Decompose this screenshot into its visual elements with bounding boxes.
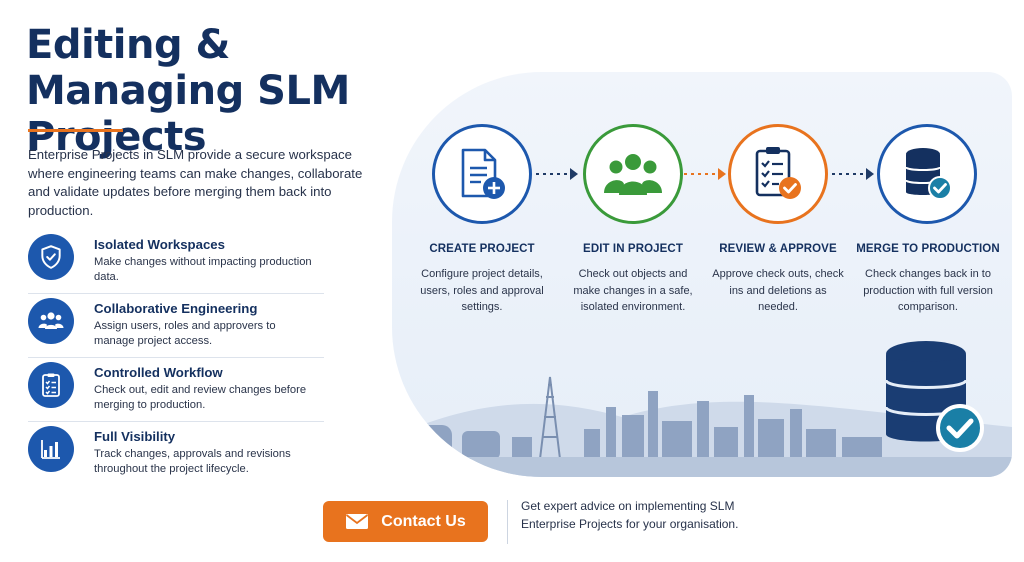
arrow-right-icon	[684, 168, 726, 180]
arrow-right-icon	[536, 168, 578, 180]
step-desc: Approve check outs, check ins and deleti…	[712, 268, 844, 313]
team-icon	[604, 154, 662, 195]
feature-title: Collaborative Engineering	[94, 301, 258, 316]
step-label: CREATE PROJECT	[429, 243, 535, 255]
step-label: REVIEW & APPROVE	[719, 243, 837, 255]
feature-desc: Check out, edit and review changes befor…	[94, 384, 307, 411]
bar-chart-icon	[28, 426, 74, 472]
feature-full-visibility: Full Visibility Track changes, approvals…	[28, 422, 324, 486]
feature-title: Controlled Workflow	[94, 365, 223, 380]
industrial-skyline-illustration	[392, 376, 1012, 477]
step-desc: Configure project details, users, roles …	[420, 268, 544, 313]
advice-text: Get expert advice on implementing SLM En…	[521, 499, 739, 531]
divider	[507, 500, 508, 544]
feature-list: Isolated Workspaces Make changes without…	[28, 230, 324, 486]
feature-collaborative-engineering: Collaborative Engineering Assign users, …	[28, 294, 324, 358]
shield-check-icon	[28, 234, 74, 280]
checklist-approve-icon	[755, 147, 801, 199]
title-underline	[28, 129, 123, 132]
database-check-icon	[905, 148, 952, 200]
feature-desc: Track changes, approvals and revisions t…	[94, 448, 291, 475]
step-desc: Check changes back in to production with…	[863, 268, 993, 313]
step-merge-production-icon	[877, 124, 977, 224]
document-add-icon	[461, 148, 505, 199]
large-database-check-icon	[884, 341, 984, 452]
arrow-right-icon	[832, 168, 874, 180]
intro-text: Enterprise Projects in SLM provide a sec…	[28, 147, 363, 218]
step-review-approve-icon	[728, 124, 828, 224]
step-edit-project-icon	[583, 124, 683, 224]
step-label: EDIT IN PROJECT	[583, 243, 683, 255]
feature-desc: Make changes without impacting productio…	[94, 256, 312, 283]
contact-us-label: Contact Us	[381, 512, 466, 530]
users-icon	[28, 298, 74, 344]
contact-us-button[interactable]: Contact Us	[323, 501, 488, 542]
feature-isolated-workspaces: Isolated Workspaces Make changes without…	[28, 230, 324, 294]
feature-title: Isolated Workspaces	[94, 237, 225, 252]
clipboard-checklist-icon	[28, 362, 74, 408]
envelope-icon	[346, 514, 369, 529]
feature-controlled-workflow: Controlled Workflow Check out, edit and …	[28, 358, 324, 422]
step-create-project-icon	[432, 124, 532, 224]
feature-title: Full Visibility	[94, 429, 176, 444]
step-desc: Check out objects and make changes in a …	[573, 268, 693, 313]
step-label: MERGE TO PRODUCTION	[856, 243, 1000, 255]
feature-desc: Assign users, roles and approvers to man…	[94, 320, 276, 347]
page-title: Editing & Managing SLM Projects	[26, 22, 350, 160]
